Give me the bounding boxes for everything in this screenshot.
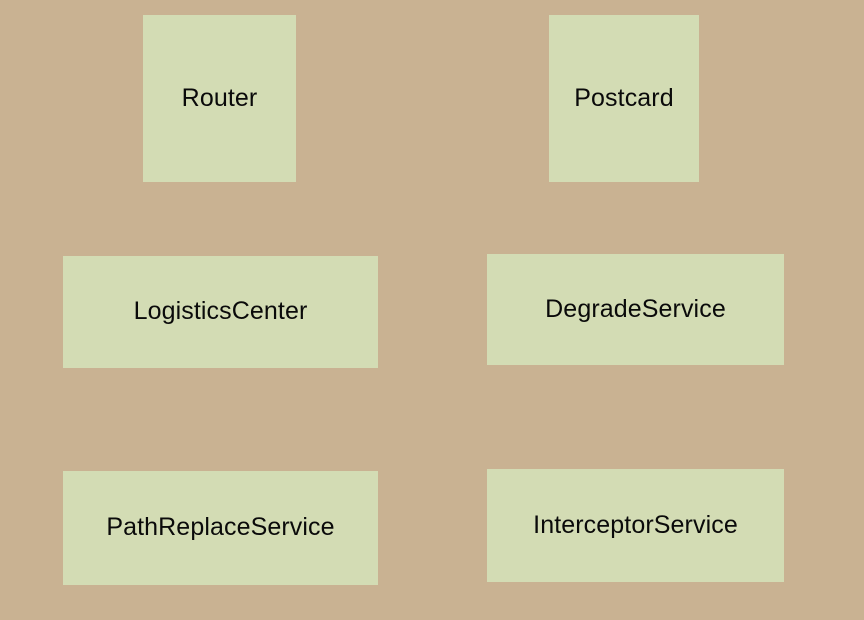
node-degrade-service[interactable]: DegradeService [487,254,784,365]
node-label: InterceptorService [533,510,738,539]
node-path-replace-service[interactable]: PathReplaceService [63,471,378,585]
node-label: LogisticsCenter [133,297,308,326]
node-label: Router [181,83,258,112]
node-label: DegradeService [545,294,726,323]
node-interceptor-service[interactable]: InterceptorService [487,469,784,582]
node-logistics-center[interactable]: LogisticsCenter [63,256,378,368]
node-label: PathReplaceService [106,513,335,542]
node-label: Postcard [574,83,674,112]
node-router[interactable]: Router [143,15,296,182]
node-postcard[interactable]: Postcard [549,15,699,182]
